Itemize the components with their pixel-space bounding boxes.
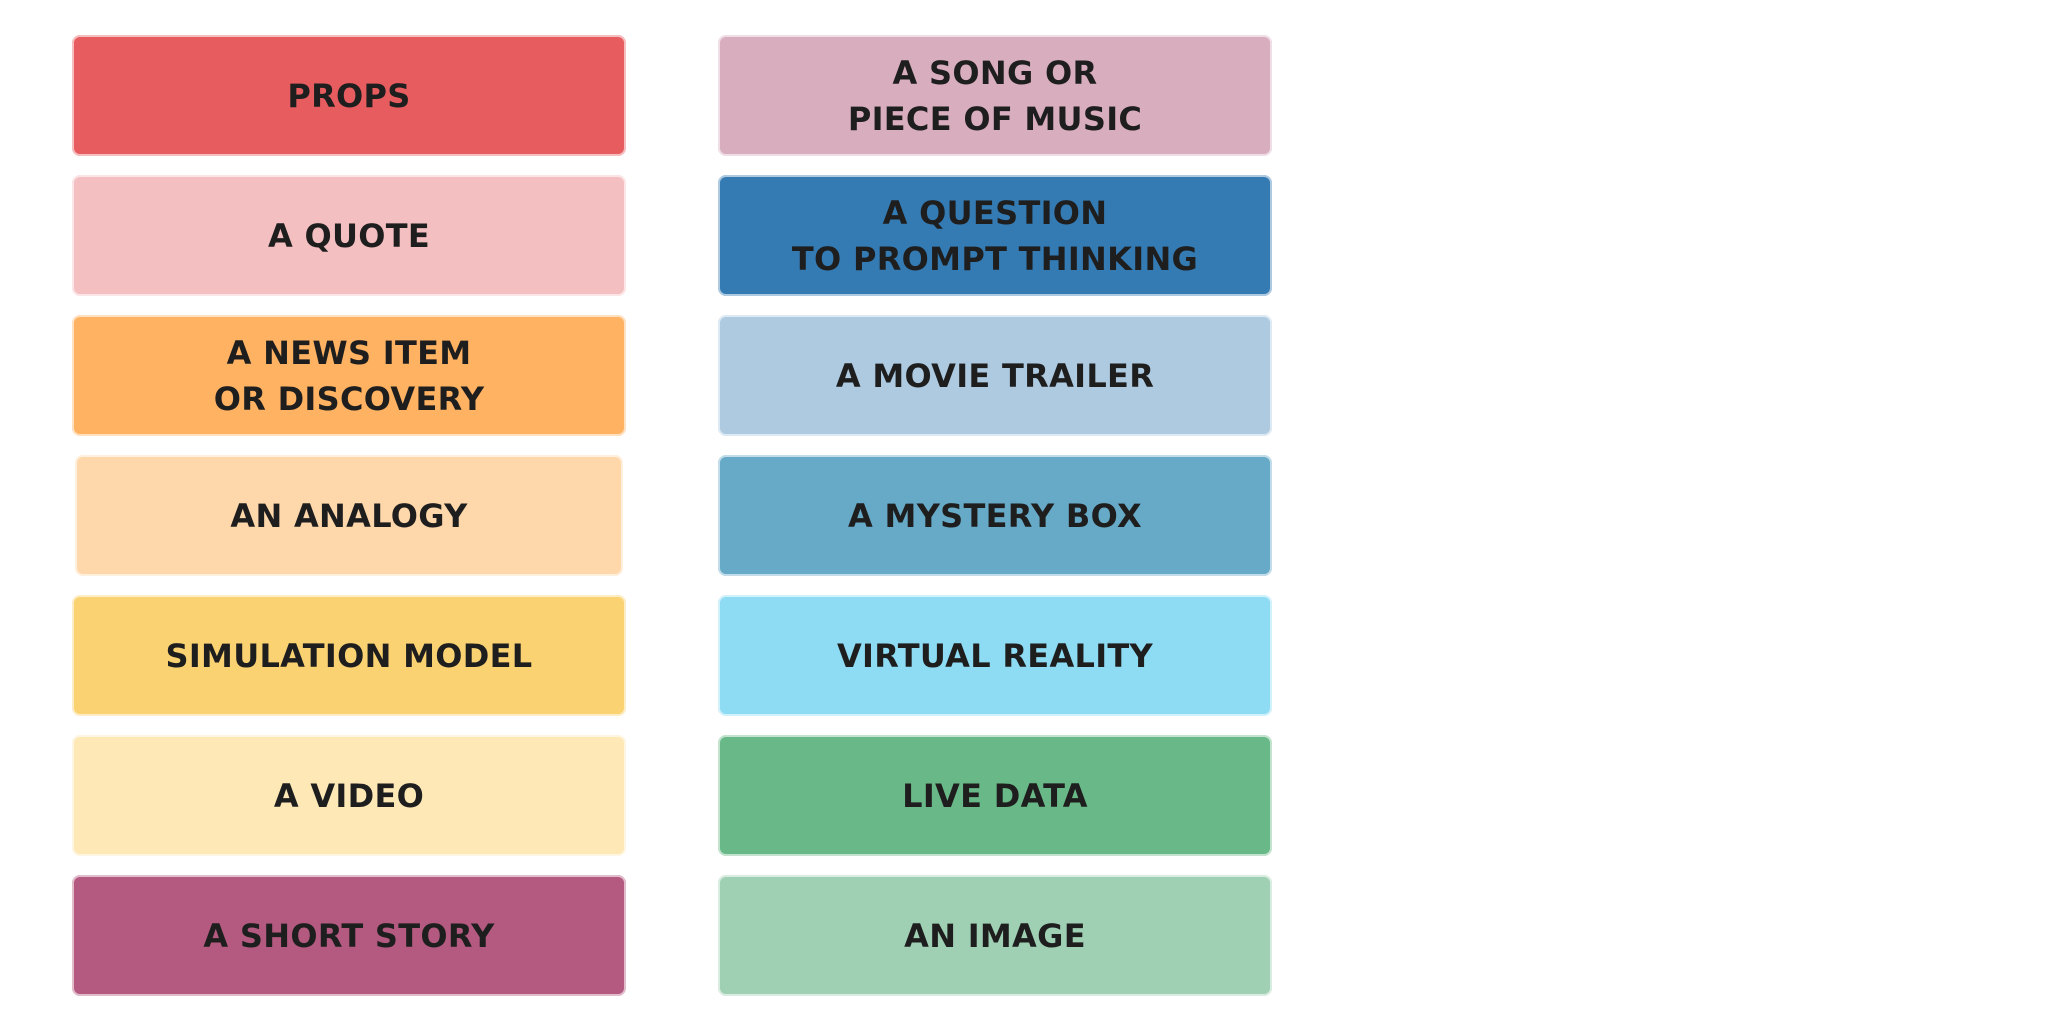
card-label: A SONG OR PIECE OF MUSIC — [847, 53, 1143, 138]
card-label: SIMULATION MODEL — [165, 636, 533, 675]
card-virtual-reality: VIRTUAL REALITY — [718, 595, 1272, 716]
card-question-to-prompt-thinking: A QUESTION TO PROMPT THINKING — [718, 175, 1272, 296]
card-props: PROPS — [72, 35, 626, 156]
card-a-mystery-box: A MYSTERY BOX — [718, 455, 1272, 576]
card-an-image: AN IMAGE — [718, 875, 1272, 996]
card-label: AN ANALOGY — [230, 496, 468, 535]
card-simulation-model: SIMULATION MODEL — [72, 595, 626, 716]
card-label: A QUOTE — [267, 216, 431, 255]
card-label: PROPS — [287, 76, 411, 115]
card-label: LIVE DATA — [902, 776, 1088, 815]
card-live-data: LIVE DATA — [718, 735, 1272, 856]
card-a-video: A VIDEO — [72, 735, 626, 856]
card-a-short-story: A SHORT STORY — [72, 875, 626, 996]
card-label: A QUESTION TO PROMPT THINKING — [791, 193, 1199, 278]
card-a-movie-trailer: A MOVIE TRAILER — [718, 315, 1272, 436]
card-label: A MYSTERY BOX — [848, 496, 1142, 535]
card-an-analogy: AN ANALOGY — [75, 455, 623, 576]
card-news-item-or-discovery: A NEWS ITEM OR DISCOVERY — [72, 315, 626, 436]
card-label: VIRTUAL REALITY — [836, 636, 1154, 675]
card-label: A SHORT STORY — [203, 916, 495, 955]
engagement-hooks-grid: PROPS A QUOTE A NEWS ITEM OR DISCOVERY A… — [72, 35, 1272, 996]
card-label: AN IMAGE — [904, 916, 1086, 955]
card-label: A NEWS ITEM OR DISCOVERY — [213, 333, 485, 418]
card-label: A MOVIE TRAILER — [835, 356, 1155, 395]
card-a-quote: A QUOTE — [72, 175, 626, 296]
card-label: A VIDEO — [273, 776, 425, 815]
card-song-or-piece-of-music: A SONG OR PIECE OF MUSIC — [718, 35, 1272, 156]
